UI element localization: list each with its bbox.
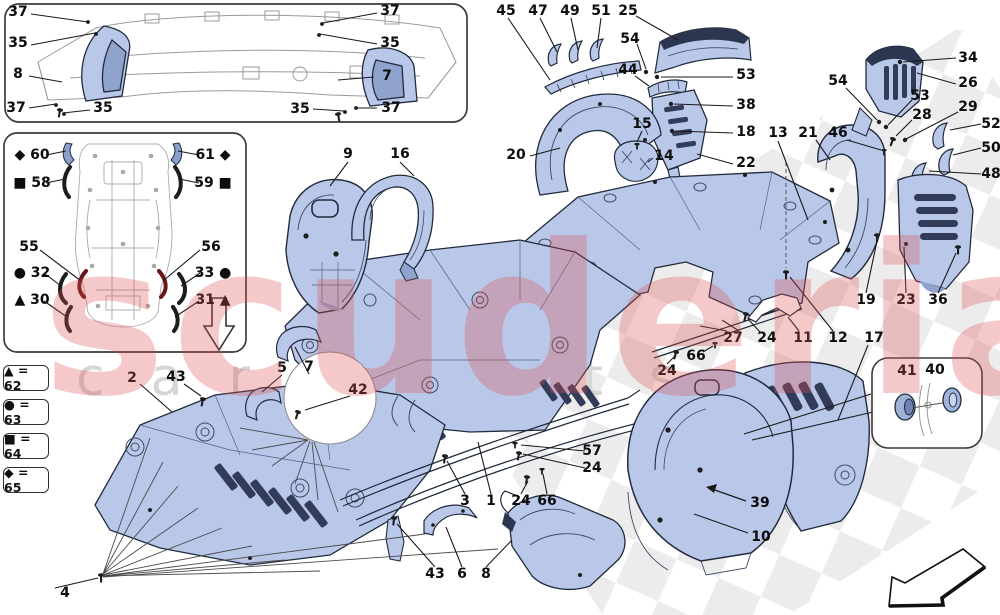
next-page-arrow — [888, 548, 987, 608]
part-panel-26 — [851, 45, 924, 137]
part-wheelhouse-21 — [817, 124, 886, 280]
part-wheelhouse-10 — [627, 368, 794, 576]
part-cap-14 — [613, 140, 659, 182]
fastener-balloon-42 — [239, 351, 377, 513]
legend-square: ■ = 64 — [3, 431, 49, 461]
part-bracket-11 — [747, 293, 802, 323]
inset-front-bumper — [4, 3, 468, 123]
legend-triangle-text: ▲ = 62 — [4, 363, 29, 393]
legend-diamond-text: ◆ = 65 — [4, 465, 29, 495]
screw-4-fan — [102, 437, 499, 578]
down-arrow — [202, 297, 236, 352]
part-elbow-7 — [276, 325, 323, 363]
legend-circle-text: ● = 63 — [4, 397, 30, 427]
leader-lines — [54, 15, 982, 589]
legend-diamond: ◆ = 65 — [3, 465, 49, 495]
part-panel-25 — [654, 27, 752, 74]
part-panel-23 — [897, 173, 974, 293]
arrow-39 — [706, 484, 747, 502]
inset-underbody-plan — [3, 132, 247, 353]
inset-grommets — [871, 357, 983, 449]
legend-triangle: ▲ = 62 — [3, 363, 49, 393]
part-fins-top — [547, 38, 605, 67]
legend-circle: ● = 63 — [3, 397, 49, 427]
part-wheelhouse-9 — [285, 178, 373, 314]
part-panel-38 — [651, 89, 708, 188]
part-bracket-6 — [423, 504, 478, 536]
part-wheelhouse-20 — [535, 93, 662, 196]
legend-square-text: ■ = 64 — [4, 431, 31, 461]
part-arch-strip — [544, 60, 642, 95]
part-elbow-5 — [245, 386, 282, 422]
part-scoop-8 — [500, 490, 626, 591]
part-liner-16 — [351, 174, 434, 282]
alignment-dashed-line — [782, 162, 790, 280]
